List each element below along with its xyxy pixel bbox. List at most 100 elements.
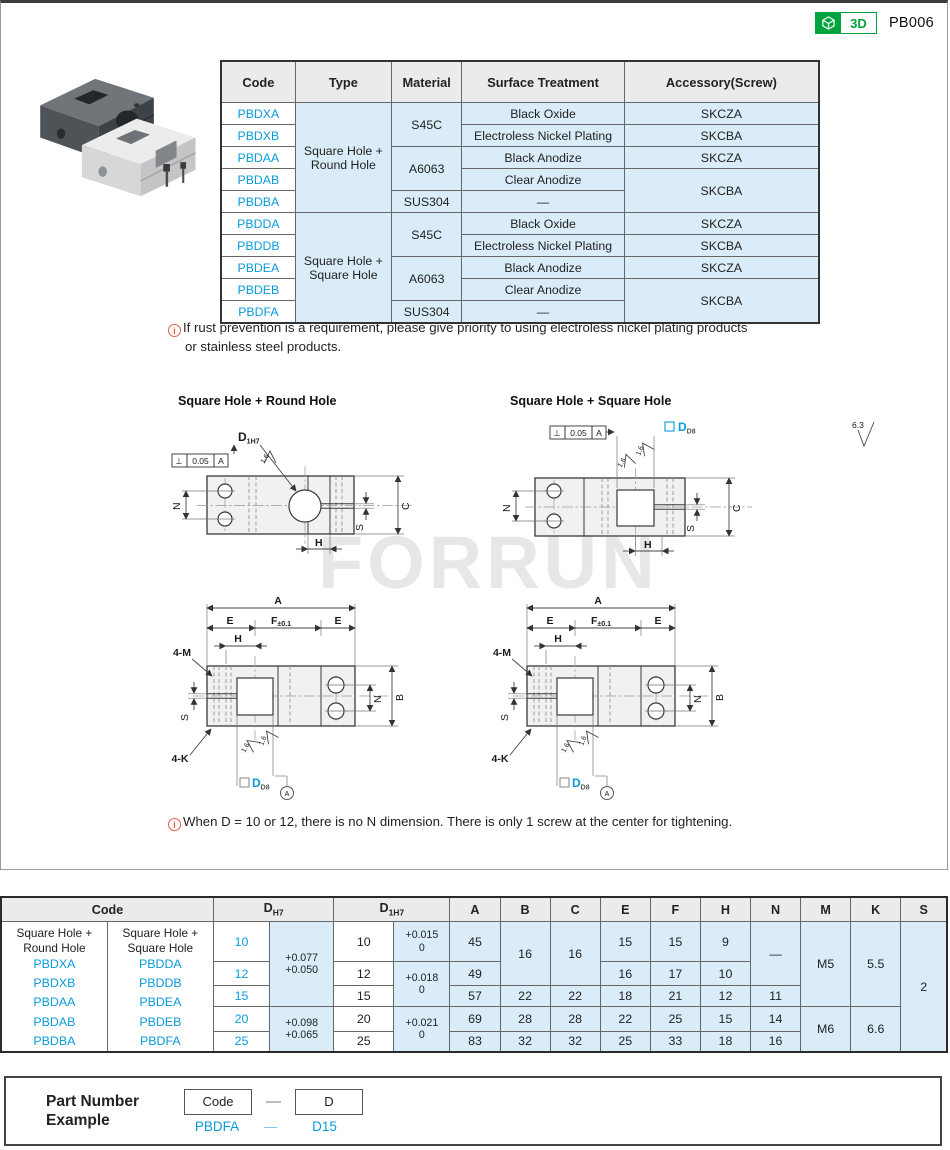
svg-text:DD8: DD8 — [678, 420, 696, 436]
part-code-link[interactable]: PBDBA — [220, 190, 296, 213]
col-code: Code — [220, 60, 296, 103]
part-code-link[interactable]: PBDDB — [138, 976, 182, 991]
top-view-drawing-round-variant: A E F±0.1 E H 4-M 4-K — [172, 595, 406, 800]
material-cell: A6063 — [391, 146, 463, 191]
dim-cell: 6.6 — [850, 1006, 902, 1053]
dim-cell: 17 — [649, 960, 701, 987]
part-code-link[interactable]: PBDXA — [33, 957, 76, 971]
dim-cell: 83 — [449, 1030, 501, 1053]
svg-text:A: A — [594, 595, 602, 607]
dim-cell: M6 — [800, 1006, 852, 1053]
dim-C: C — [354, 475, 412, 535]
code-box: Code — [184, 1088, 252, 1115]
svg-text:1.6: 1.6 — [635, 445, 645, 457]
view-3d-button[interactable]: 3D — [814, 12, 877, 34]
part-code-link[interactable]: PBDDA — [138, 957, 182, 971]
perpendicularity-frame: ⊥ 0.05 A — [549, 425, 615, 440]
dim-cell: 45 — [449, 921, 501, 962]
part-code-link[interactable]: PBDAB — [220, 168, 296, 191]
spec-header-row: Code Type Material Surface Treatment Acc… — [220, 60, 820, 103]
svg-text:S: S — [685, 525, 697, 532]
table-row: PBDBA SUS304 — — [220, 190, 819, 213]
svg-text:A: A — [605, 791, 610, 798]
label-square-d-d8: DD8 — [616, 420, 696, 488]
dim-cell: 10 — [699, 960, 752, 987]
dim-cell: M5 — [800, 920, 852, 1008]
part-code-link[interactable]: PBDAB — [33, 1014, 76, 1029]
col-e: E — [599, 896, 651, 922]
part-code-link[interactable]: PBDFA — [220, 300, 296, 324]
part-code-link[interactable]: PBDEA — [220, 256, 296, 279]
col-c: C — [549, 896, 601, 922]
col-d-h7: DH7 — [212, 896, 335, 922]
col-d1-h7: D1H7 — [333, 896, 451, 922]
dim-S: S — [685, 493, 705, 532]
part-code-link[interactable]: PBDAA — [220, 146, 296, 169]
svg-text:S: S — [179, 714, 191, 721]
dim-cell: 12 — [699, 985, 752, 1008]
main-frame — [0, 0, 948, 870]
part-code-link[interactable]: PBDXB — [33, 976, 76, 991]
code-list-round: Square Hole + Round Hole PBDXA PBDXB PBD… — [0, 921, 108, 1053]
dim-cell: 28 — [549, 1006, 601, 1032]
roughness-1-6: 1.6 1.6 — [617, 442, 655, 469]
material-cell: A6063 — [391, 256, 463, 301]
part-code-link[interactable]: PBDXA — [220, 102, 296, 125]
part-number-title: Part Number Example — [46, 1093, 140, 1129]
dim-cell: 16 — [599, 960, 651, 987]
part-code-link[interactable]: PBDDA — [220, 212, 296, 235]
part-code-link[interactable]: PBDFA — [140, 1033, 181, 1048]
part-code-link[interactable]: PBDAA — [33, 995, 76, 1010]
dim-cell: 25 — [649, 1006, 701, 1032]
svg-text:4-M: 4-M — [493, 647, 511, 659]
d-value-cell[interactable]: 20 — [212, 1006, 271, 1032]
label-d1h7: D1H7 — [238, 430, 297, 492]
part-code-link[interactable]: PBDEB — [220, 278, 296, 301]
svg-text:H: H — [554, 633, 562, 645]
type-cell: Square Hole + Round Hole — [294, 102, 393, 213]
accessory-cell: SKCZA — [623, 256, 820, 279]
table-row: PBDAA A6063 Black Anodize SKCZA — [220, 146, 820, 191]
col-k: K — [850, 896, 902, 922]
table-row: PBDEB Clear Anodize SKCBA — [220, 278, 820, 324]
dim-C: C — [685, 477, 743, 537]
dim-cell: 18 — [599, 985, 651, 1008]
part-code-link[interactable]: PBDXB — [220, 124, 296, 147]
part-code-link[interactable]: PBDEA — [139, 995, 182, 1010]
svg-text:N: N — [171, 502, 183, 510]
dim-H: H — [623, 536, 674, 556]
d-value-cell[interactable]: 10 — [212, 921, 271, 962]
svg-text:F±0.1: F±0.1 — [271, 615, 291, 628]
d-value-cell[interactable]: 12 — [212, 960, 271, 987]
part-code-link[interactable]: PBDBA — [33, 1033, 76, 1048]
dim-cell: 22 — [499, 985, 551, 1008]
drawing-title-round: Square Hole + Round Hole — [178, 394, 337, 408]
part-code-link[interactable]: PBDEB — [139, 1014, 182, 1029]
d-box: D — [295, 1088, 363, 1115]
col-code: Code — [0, 896, 214, 922]
d1-value-cell: 15 — [333, 985, 395, 1008]
part-code-link[interactable]: PBDDB — [220, 234, 296, 257]
svg-text:6.3: 6.3 — [852, 420, 864, 430]
dim-N: N — [171, 490, 218, 520]
d-value-cell[interactable]: 15 — [212, 985, 271, 1008]
svg-text:⊥: ⊥ — [553, 428, 561, 438]
table-row: PBDFA SUS304 — — [220, 300, 819, 324]
d-value-cell[interactable]: 25 — [212, 1030, 271, 1053]
surface-cell: Clear Anodize — [461, 168, 625, 191]
dim-N: N — [664, 684, 704, 712]
dim-cell: 18 — [699, 1030, 752, 1053]
dim-cell: 22 — [599, 1006, 651, 1032]
d1-value-cell: 25 — [333, 1030, 395, 1053]
type-cell: Square Hole + Square Hole — [294, 212, 393, 324]
col-m: M — [800, 896, 852, 922]
dim-H: H — [214, 633, 267, 664]
col-type: Type — [294, 60, 393, 103]
badge-3d-label: 3D — [840, 13, 876, 33]
